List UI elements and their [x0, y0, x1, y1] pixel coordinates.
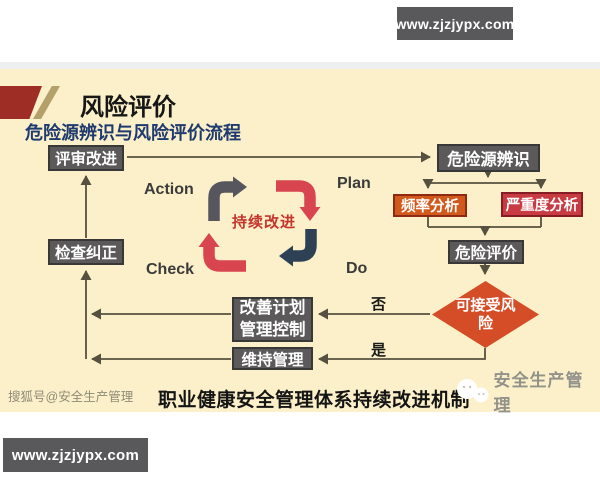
sohu-watermark: 搜狐号@安全生产管理 — [8, 390, 134, 404]
site-url-text: www.zjzjypx.com — [11, 446, 140, 464]
branch-label-no: 否 — [371, 296, 387, 313]
decision-label: 可接受风险 — [455, 297, 516, 332]
node-label: 危险评价 — [454, 245, 517, 262]
site-url-text: www.zjzjypx.com — [395, 15, 515, 32]
slide-caption: 职业健康安全管理体系持续改进机制 — [158, 390, 471, 411]
node-risk-evaluation: 危险评价 — [448, 240, 524, 264]
branch-label-yes: 是 — [371, 342, 387, 359]
node-severity-analysis: 严重度分析 — [501, 192, 583, 217]
node-label: 危险源辨识 — [447, 151, 530, 169]
slide-top-divider — [0, 62, 600, 69]
node-label: 维持管理 — [241, 351, 304, 369]
page-title: 风险评价 — [80, 94, 176, 121]
node-improvement-plan: 改善计划管理控制 — [232, 297, 313, 342]
pdca-center-label: 持续改进 — [232, 214, 297, 231]
node-frequency-analysis: 频率分析 — [393, 194, 467, 217]
top-right-site-banner: www.zjzjypx.com — [395, 7, 515, 40]
chat-bubbles-icon — [457, 379, 489, 403]
pdca-label-check: Check — [146, 261, 195, 278]
publisher-logo-text: 安全生产管理 — [493, 371, 584, 415]
publisher-logo: 安全生产管理 — [456, 366, 600, 416]
node-label: 频率分析 — [401, 199, 459, 215]
pdca-label-plan: Plan — [337, 175, 371, 192]
pdca-label-action: Action — [144, 181, 194, 198]
bottom-left-site-banner: www.zjzjypx.com — [3, 438, 148, 472]
node-label: 改善计划管理控制 — [239, 299, 306, 339]
node-check-correct: 检查纠正 — [48, 239, 124, 265]
node-label: 检查纠正 — [54, 245, 117, 262]
pdca-label-do: Do — [346, 260, 368, 277]
slide-subtitle: 危险源辨识与风险评价流程 — [25, 123, 241, 143]
node-label: 评审改进 — [54, 151, 117, 168]
node-label: 严重度分析 — [505, 198, 579, 214]
node-review-improve: 评审改进 — [48, 145, 124, 171]
node-maintain-management: 维持管理 — [232, 347, 313, 370]
node-hazard-identification: 危险源辨识 — [437, 144, 540, 172]
